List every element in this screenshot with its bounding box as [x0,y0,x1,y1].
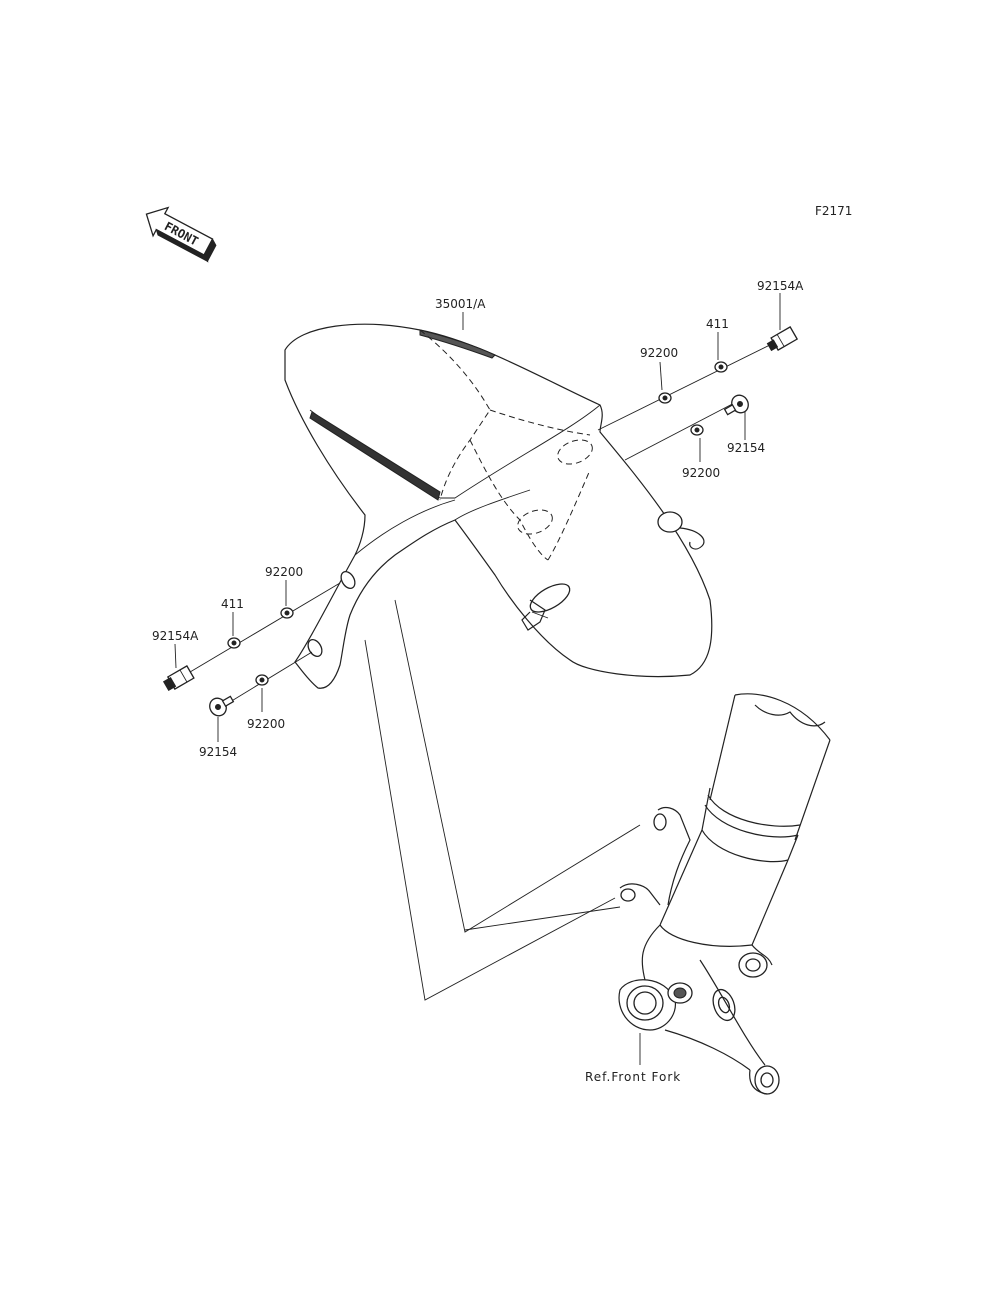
front-arrow-icon: FRONT [145,206,217,263]
front-fork: Ref.Front Fork [585,693,831,1095]
label-92200-right-bottom: 92200 [682,466,720,480]
label-92200-left-top: 92200 [265,565,303,579]
label-92200-right-top: 92200 [640,346,678,360]
left-hardware: 92200 411 92154A 92200 92154 [152,565,341,759]
right-hardware: 92154A 411 92200 92154 92200 [597,279,804,480]
label-92200-left-bottom: 92200 [247,717,285,731]
label-411-right: 411 [706,317,729,331]
bolt-92154-right-icon [723,394,749,416]
label-411-left: 411 [221,597,244,611]
label-92154a-right: 92154A [757,279,804,293]
bolt-92154a-right-icon [766,326,799,352]
front-fender [284,323,713,689]
reference-leader-lines [364,599,641,1001]
bolt-92154-left-icon [209,695,235,717]
label-92154-left: 92154 [199,745,237,759]
bolt-92154a-left-icon [162,665,195,692]
label-ref-front-fork: Ref.Front Fork [585,1070,681,1084]
diagram-code: F2171 [815,204,852,218]
label-92154a-left: 92154A [152,629,199,643]
label-92154-right: 92154 [727,441,765,455]
label-35001-a: 35001/A [435,297,486,311]
